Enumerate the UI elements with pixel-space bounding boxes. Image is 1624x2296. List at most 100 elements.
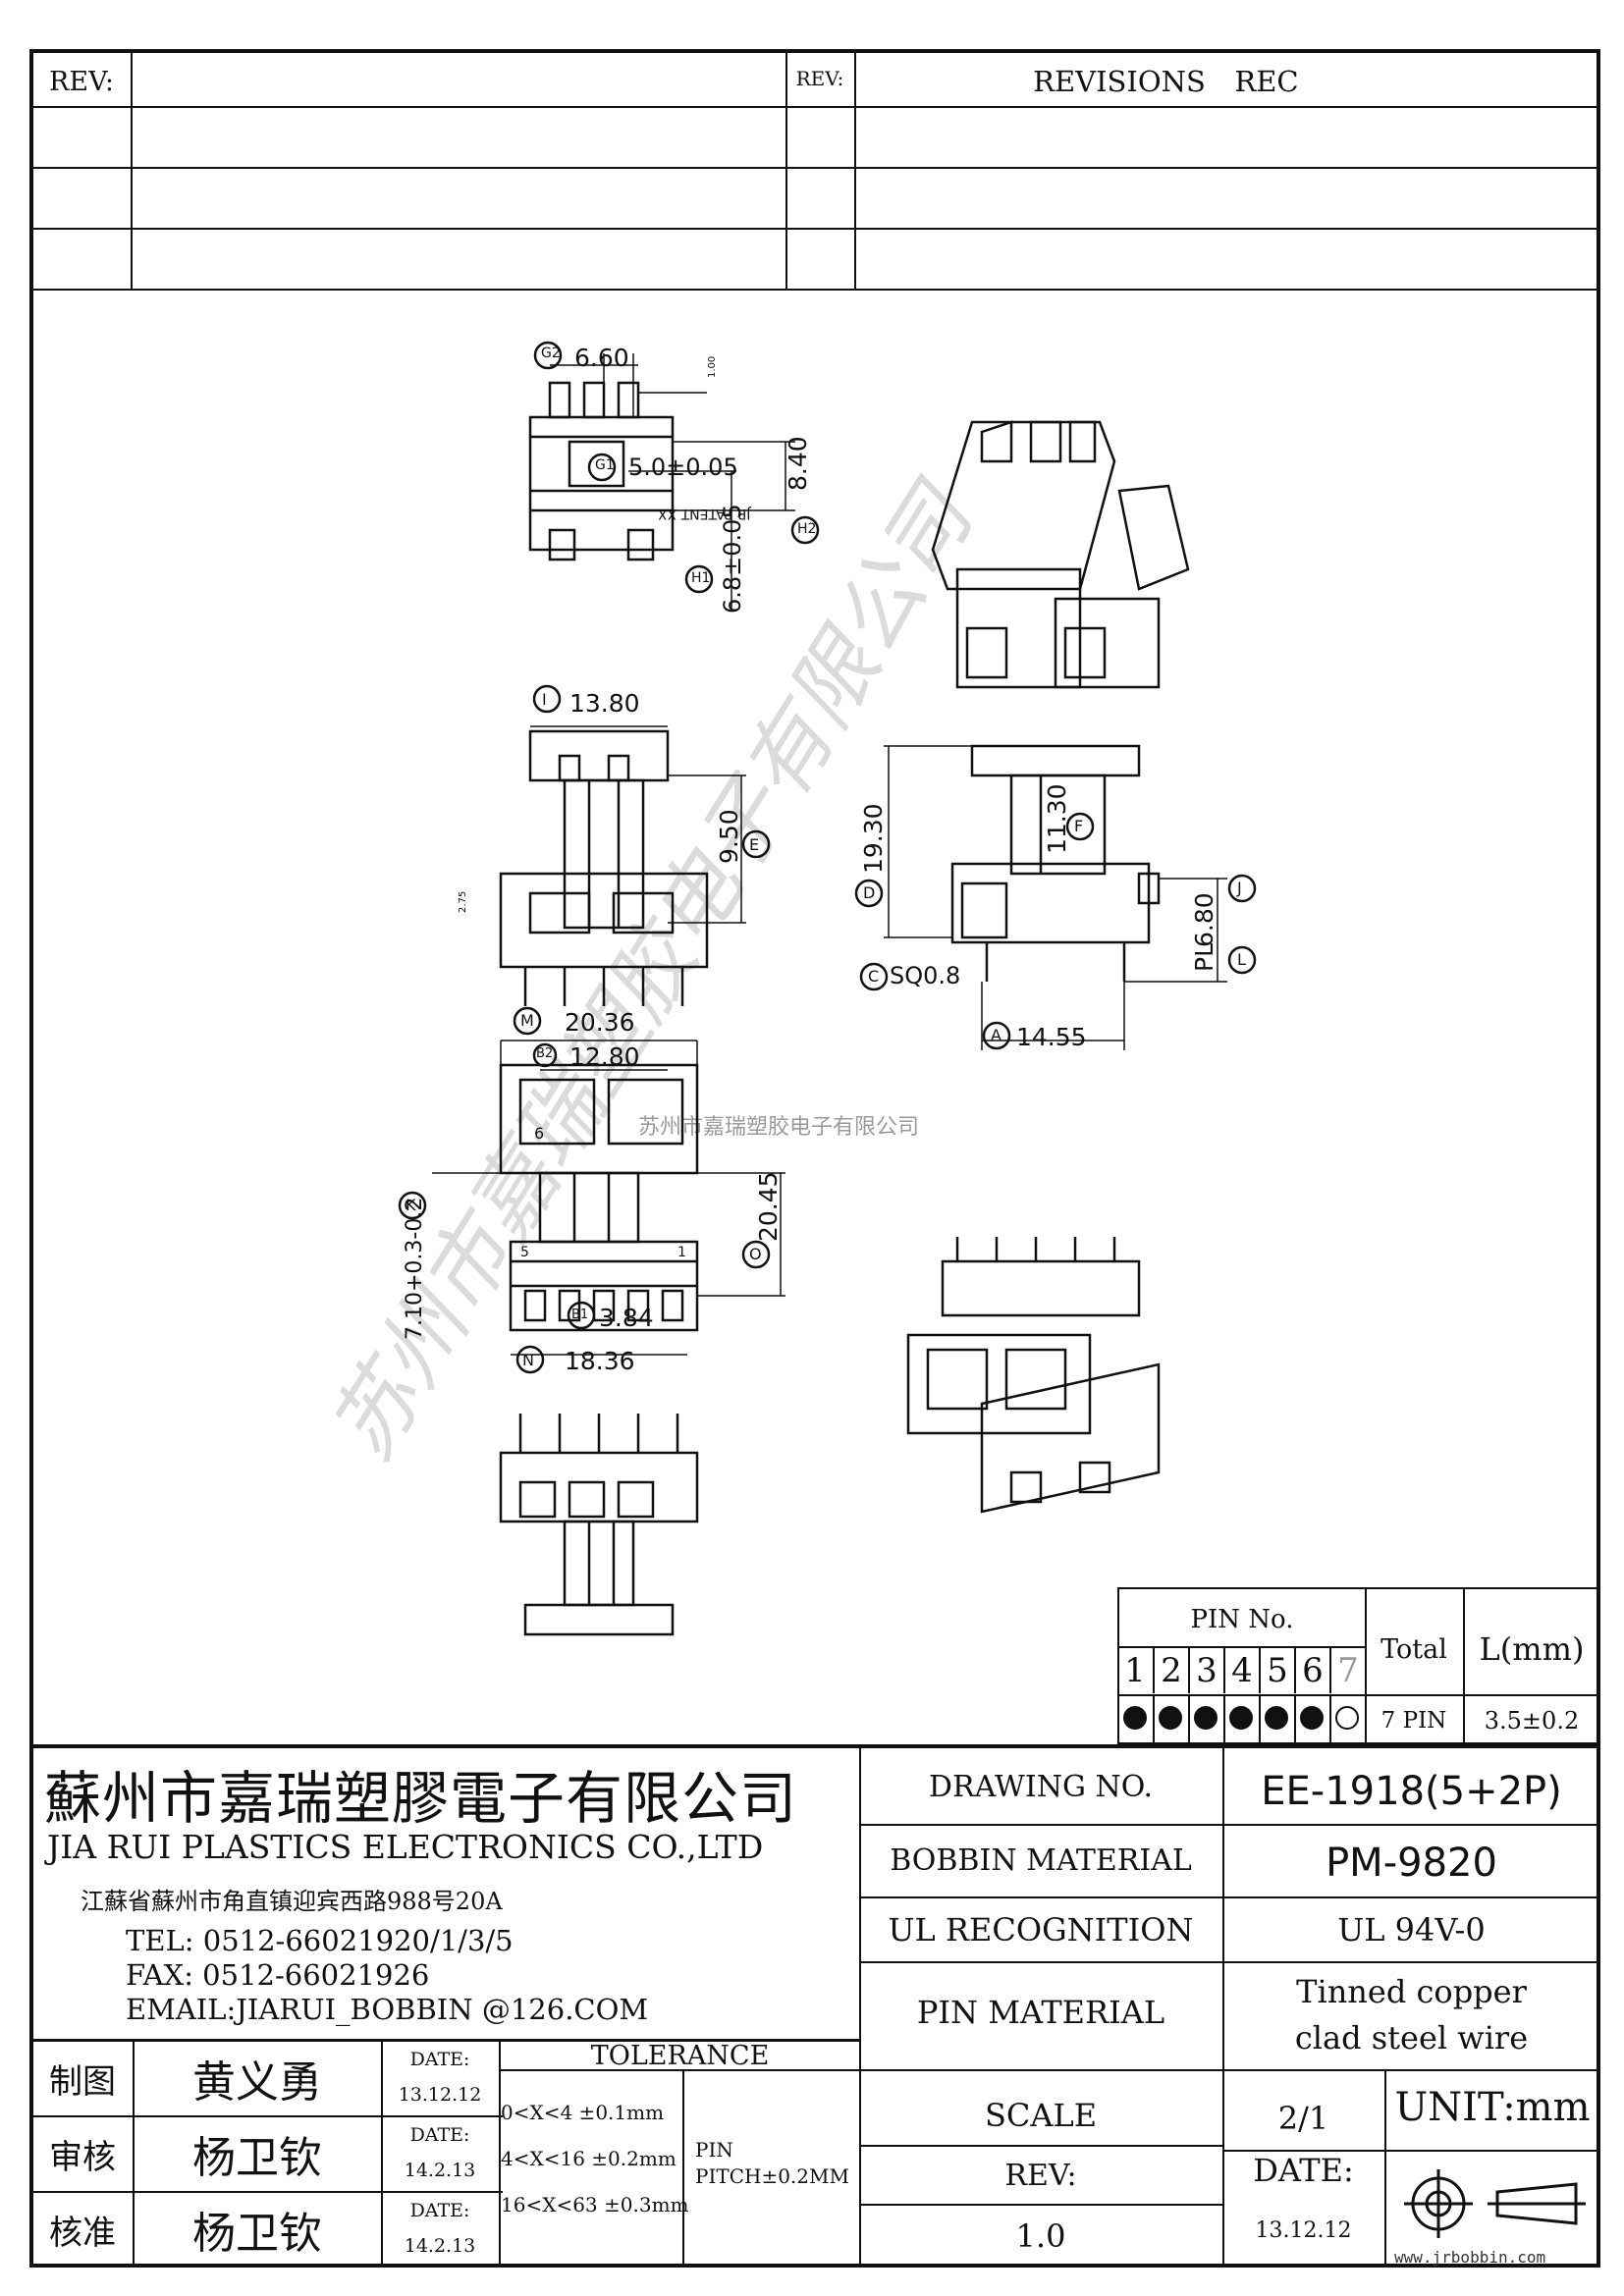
dim-k: 7.10+0.3-0.2 xyxy=(403,1197,427,1340)
tolerance-title: TOLERANCE xyxy=(590,2040,770,2071)
rev-value: 1.0 xyxy=(1015,2217,1066,2255)
pin-label-1: 1 xyxy=(677,1245,686,1260)
dim-680: 6.80 xyxy=(1190,892,1218,947)
dim-1930: 19.30 xyxy=(859,803,888,874)
front-view xyxy=(499,684,771,1006)
label-m: M xyxy=(520,1011,534,1030)
pin-material-label: PIN MATERIAL xyxy=(916,1994,1165,2031)
rec-label: REC xyxy=(1234,65,1299,98)
label-b2: B2 xyxy=(536,1046,554,1061)
company-email: EMAIL:JIARUI_BOBBIN @126.COM xyxy=(126,1993,649,2026)
pin-number: 6 xyxy=(1294,1648,1329,1693)
label-n: N xyxy=(522,1351,534,1369)
pin-label-6: 6 xyxy=(534,1124,545,1143)
label-d: D xyxy=(863,883,876,902)
date-value: 13.12.12 xyxy=(1255,2218,1352,2243)
label-h2: H2 xyxy=(797,521,817,537)
lower-front-view xyxy=(499,1414,699,1636)
ul-recognition-value: UL 94V-0 xyxy=(1337,1911,1486,1949)
tolerance-row-3: 16<X<63 ±0.3mm xyxy=(501,2193,689,2216)
bobbin-material-label: BOBBIN MATERIAL xyxy=(890,1842,1192,1878)
top-view xyxy=(528,341,820,609)
label-k: K xyxy=(406,1196,416,1214)
dim-384: 3.84 xyxy=(599,1304,654,1332)
unit-label: UNIT:mm xyxy=(1394,2085,1591,2130)
sign-name: 杨卫钦 xyxy=(192,2209,322,2259)
drawing-no-value: EE-1918(5+2P) xyxy=(1261,1769,1562,1814)
dim-2036: 20.36 xyxy=(565,1008,635,1037)
l-value: 3.5±0.2 xyxy=(1484,1706,1580,1735)
label-e: E xyxy=(749,835,760,854)
company-fax: FAX: 0512-66021926 xyxy=(126,1958,430,1992)
label-g2: G2 xyxy=(541,346,561,361)
sign-date-label: DATE: xyxy=(409,2049,470,2070)
pin-number: 3 xyxy=(1188,1648,1223,1693)
label-pl: PL xyxy=(1190,942,1218,972)
total-header: Total xyxy=(1380,1633,1447,1665)
sign-date-label: DATE: xyxy=(409,2200,470,2221)
company-address: 江蘇省蘇州市角直镇迎宾西路988号20A xyxy=(81,1888,503,1915)
label-c: C xyxy=(868,967,880,986)
label-j: J xyxy=(1237,879,1242,897)
drawing-frame xyxy=(29,49,1600,2268)
dim-g1: 5.0±0.05 xyxy=(628,454,738,481)
dim-small-275: 2.75 xyxy=(458,890,468,913)
pin-dot xyxy=(1194,1706,1218,1730)
pin-dot xyxy=(1123,1706,1147,1730)
website: www.jrbobbin.com xyxy=(1394,2248,1546,2267)
sign-date: 14.2.13 xyxy=(404,2160,476,2181)
bobbin-material-value: PM-9820 xyxy=(1326,1841,1497,1886)
ul-recognition-label: UL RECOGNITION xyxy=(888,1911,1194,1949)
pin-dot xyxy=(1300,1706,1324,1730)
revisions-label: REVISIONS xyxy=(1033,65,1206,98)
sign-date: 13.12.12 xyxy=(398,2084,482,2106)
l-mm-header: L(mm) xyxy=(1479,1630,1585,1668)
rev-label-right: REV: xyxy=(795,67,844,90)
pitch-value: PITCH±0.2MM xyxy=(695,2164,849,2188)
dim-840: 8.40 xyxy=(784,436,812,491)
total-value: 7 PIN xyxy=(1380,1707,1447,1734)
dim-1280: 12.80 xyxy=(569,1042,640,1071)
label-o: O xyxy=(749,1245,762,1263)
patent-text: JR PATENT XX xyxy=(658,506,751,521)
sign-role: 审核 xyxy=(49,2137,116,2177)
dim-1836: 18.36 xyxy=(565,1347,635,1375)
pin-number: 5 xyxy=(1259,1648,1294,1693)
label-i: I xyxy=(542,690,547,709)
sign-name: 黄义勇 xyxy=(192,2057,322,2108)
side-view xyxy=(854,744,1257,1050)
sign-date: 14.2.13 xyxy=(404,2235,476,2257)
scale-value: 2/1 xyxy=(1277,2099,1329,2137)
sign-role: 制图 xyxy=(49,2061,116,2102)
projection-symbol xyxy=(1404,2169,1586,2238)
sign-date-label: DATE: xyxy=(409,2124,470,2146)
pin-number: 4 xyxy=(1223,1648,1259,1693)
sign-role: 核准 xyxy=(49,2213,116,2253)
company-name-en: JIA RUI PLASTICS ELECTRONICS CO.,LTD xyxy=(47,1828,764,1866)
label-a: A xyxy=(991,1026,1001,1044)
sign-name: 杨卫钦 xyxy=(192,2133,322,2183)
tolerance-row-1: 0<X<4 ±0.1mm xyxy=(501,2101,665,2124)
dim-950: 9.50 xyxy=(715,809,743,864)
company-name-cn: 蘇州市嘉瑞塑膠電子有限公司 xyxy=(44,1765,798,1832)
label-f: F xyxy=(1074,817,1084,835)
pin-dot xyxy=(1229,1706,1253,1730)
company-tel: TEL: 0512-66021920/1/3/5 xyxy=(126,1924,514,1957)
tolerance-row-2: 4<X<16 ±0.2mm xyxy=(501,2147,677,2170)
label-b1: B1 xyxy=(571,1308,589,1322)
dim-2045: 20.45 xyxy=(754,1171,783,1242)
isometric-view-bottom xyxy=(906,1237,1161,1514)
bottom-view xyxy=(398,1006,785,1374)
pin-material-line2: clad steel wire xyxy=(1294,2019,1529,2056)
pin-dot xyxy=(1335,1706,1359,1730)
dim-sq08: SQ0.8 xyxy=(890,962,961,989)
dim-1455: 14.55 xyxy=(1016,1023,1087,1051)
pin-material-line1: Tinned copper xyxy=(1296,1973,1527,2010)
pitch-pin: PIN xyxy=(695,2138,733,2162)
pin-number: 7 xyxy=(1329,1648,1365,1693)
pin-dot xyxy=(1265,1706,1288,1730)
rev-label-left: REV: xyxy=(49,66,114,97)
dim-1380: 13.80 xyxy=(569,689,640,718)
date-label: DATE: xyxy=(1253,2152,1354,2189)
